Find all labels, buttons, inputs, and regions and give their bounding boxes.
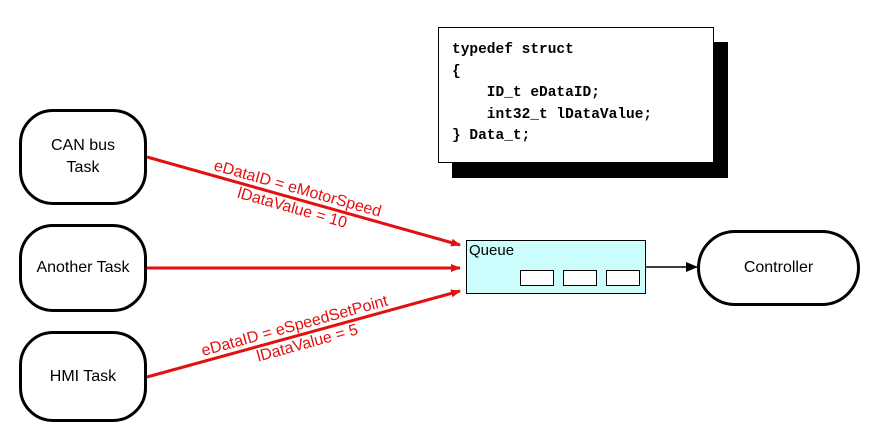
code-line: { (452, 63, 461, 80)
can-bus-task-box: CAN bus Task (19, 109, 147, 205)
code-line: } Data_t; (452, 128, 531, 144)
another-task-label: Another Task (36, 259, 130, 276)
code-line: typedef struct (452, 42, 574, 58)
can-bus-task-line1: CAN bus (50, 137, 116, 154)
hmi-task-arrow (146, 289, 461, 379)
can-task-arrow (146, 155, 461, 247)
can-bus-task-line2: Task (66, 159, 100, 176)
controller-box: Controller (697, 230, 860, 306)
code-line: int32_t lDataValue; (452, 106, 653, 123)
queue-slot (606, 270, 640, 286)
another-task-box: Another Task (19, 224, 147, 312)
hmi-task-box: HMI Task (19, 331, 147, 422)
code-line: ID_t eDataID; (452, 85, 600, 101)
code-block: typedef struct { ID_t eDataID; int32_t lD… (438, 27, 714, 163)
queue-slot (563, 270, 597, 286)
controller-label: Controller (743, 259, 814, 276)
queue-box: Queue (466, 240, 646, 294)
hmi-task-label: HMI Task (49, 367, 117, 385)
queue-slot (520, 270, 554, 286)
queue-label: Queue (469, 242, 515, 259)
